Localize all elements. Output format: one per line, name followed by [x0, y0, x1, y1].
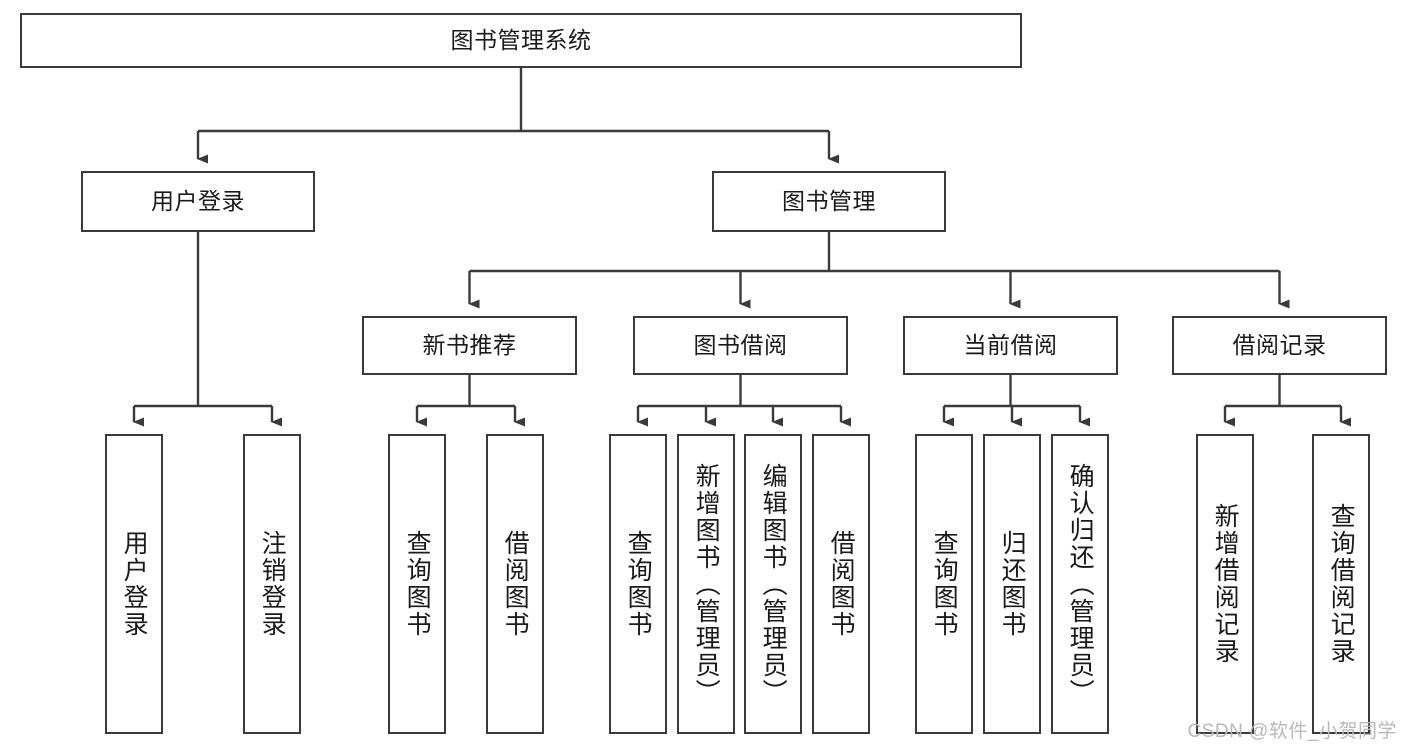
- node-label-current: 当前借阅: [963, 331, 1058, 358]
- node-l-editbook[interactable]: 编辑图书（管理员）: [744, 434, 802, 734]
- node-label-l-addrec: 新增借阅记录: [1211, 503, 1240, 665]
- node-label-bookmgmt: 图书管理: [782, 187, 876, 214]
- node-label-l-logout: 注销登录: [258, 530, 287, 638]
- node-l-qbook3[interactable]: 查询图书: [915, 434, 973, 734]
- node-l-login[interactable]: 用户登录: [105, 434, 163, 734]
- node-l-qbook1[interactable]: 查询图书: [388, 434, 446, 734]
- node-l-return[interactable]: 归还图书: [983, 434, 1041, 734]
- node-label-l-editbook: 编辑图书（管理员）: [759, 462, 788, 706]
- node-root[interactable]: 图书管理系统: [20, 13, 1022, 68]
- node-label-l-bbook1: 借阅图书: [501, 530, 530, 638]
- node-label-l-confirm: 确认归还（管理员）: [1066, 462, 1095, 706]
- node-label-l-qbook2: 查询图书: [624, 530, 653, 638]
- node-label-l-login: 用户登录: [120, 530, 149, 638]
- node-l-addbook[interactable]: 新增图书（管理员）: [677, 434, 735, 734]
- node-l-bbook2[interactable]: 借阅图书: [812, 434, 870, 734]
- node-borrow[interactable]: 图书借阅: [633, 316, 848, 375]
- watermark-label: CSDN @软件_小贺同学: [1187, 721, 1397, 742]
- node-l-qbook2[interactable]: 查询图书: [609, 434, 667, 734]
- node-label-l-addbook: 新增图书（管理员）: [692, 462, 721, 706]
- node-label-l-qbook3: 查询图书: [930, 530, 959, 638]
- node-label-l-qbook1: 查询图书: [403, 530, 432, 638]
- node-l-addrec[interactable]: 新增借阅记录: [1196, 434, 1254, 734]
- node-label-l-bbook2: 借阅图书: [827, 530, 856, 638]
- node-label-login: 用户登录: [151, 187, 245, 214]
- node-label-root: 图书管理系统: [450, 26, 592, 53]
- node-l-logout[interactable]: 注销登录: [243, 434, 301, 734]
- node-label-newbook: 新书推荐: [422, 331, 517, 358]
- node-bookmgmt[interactable]: 图书管理: [712, 171, 946, 232]
- node-label-records: 借阅记录: [1232, 331, 1327, 358]
- node-l-qryrec[interactable]: 查询借阅记录: [1312, 434, 1370, 734]
- node-records[interactable]: 借阅记录: [1172, 316, 1387, 375]
- node-label-l-qryrec: 查询借阅记录: [1327, 503, 1356, 665]
- node-newbook[interactable]: 新书推荐: [362, 316, 577, 375]
- node-l-confirm[interactable]: 确认归还（管理员）: [1051, 434, 1109, 734]
- node-label-borrow: 图书借阅: [693, 331, 788, 358]
- node-login[interactable]: 用户登录: [81, 171, 315, 232]
- node-current[interactable]: 当前借阅: [903, 316, 1118, 375]
- node-label-l-return: 归还图书: [998, 530, 1027, 638]
- node-l-bbook1[interactable]: 借阅图书: [486, 434, 544, 734]
